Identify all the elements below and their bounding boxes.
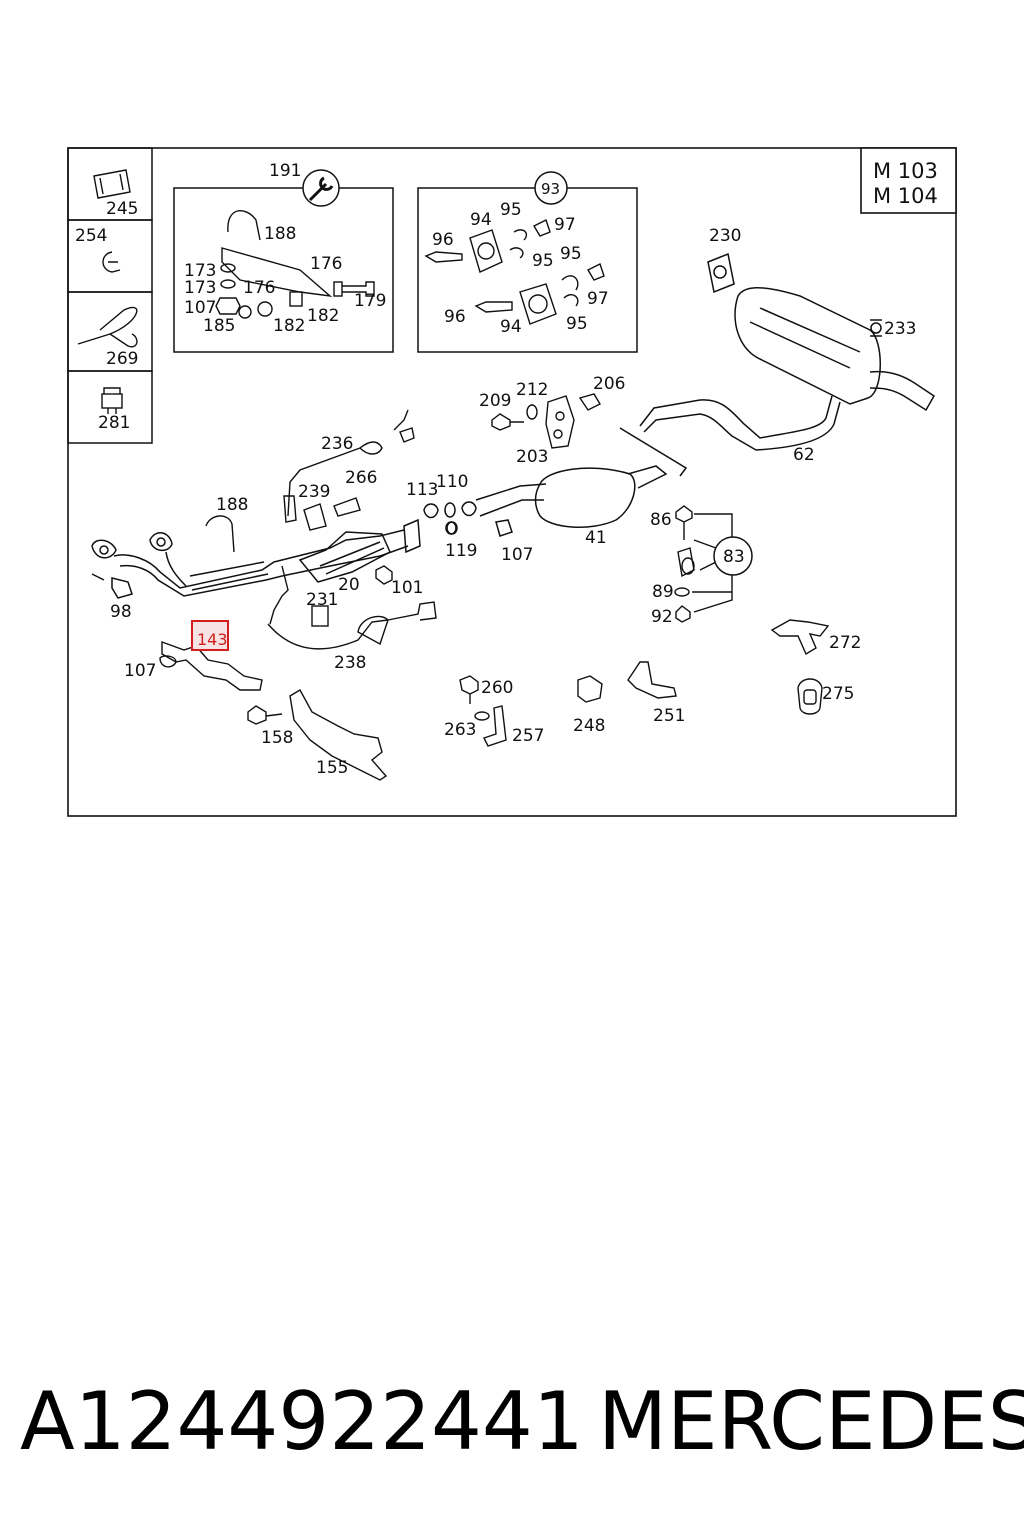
callout-119: 119 (445, 541, 477, 561)
callout-182-b: 182 (307, 306, 339, 326)
callout-96-a: 96 (432, 230, 454, 250)
callout-248: 248 (573, 716, 605, 736)
rear-muffler-drawing (619, 252, 935, 477)
callout-97-b: 97 (587, 289, 609, 309)
brand-name: MERCEDES (598, 1375, 1024, 1468)
bracket-239-266-drawing (303, 497, 361, 531)
callout-107-b: 107 (501, 545, 533, 565)
callout-83: 83 (723, 547, 745, 567)
left-parts-column (67, 147, 153, 444)
callout-92: 92 (651, 607, 673, 627)
part-269-icon (77, 306, 138, 348)
callout-95-d: 95 (566, 314, 588, 334)
clamp-kit-83-badge (713, 536, 753, 576)
callout-173-a: 173 (184, 261, 216, 281)
callout-176-a: 176 (310, 254, 342, 274)
callout-263: 263 (444, 720, 476, 740)
callout-272: 272 (829, 633, 861, 653)
bracket-101-drawing (375, 565, 393, 585)
diagram-frame (67, 147, 957, 817)
kit-93-parts (424, 219, 605, 325)
callout-41: 41 (585, 528, 607, 548)
hanger-group-drawing (491, 393, 601, 449)
callout-233: 233 (884, 319, 916, 339)
callout-176-b: 176 (243, 278, 275, 298)
callout-93: 93 (541, 180, 560, 198)
kit-191-parts (215, 210, 375, 319)
callout-107-kit: 107 (184, 298, 216, 318)
sensor-238-drawing (267, 565, 437, 650)
callout-188: 188 (216, 495, 248, 515)
callout-281: 281 (98, 413, 130, 433)
callout-203: 203 (516, 447, 548, 467)
callout-98: 98 (110, 602, 132, 622)
callout-62: 62 (793, 445, 815, 465)
callout-212: 212 (516, 380, 548, 400)
callout-230: 230 (709, 226, 741, 246)
callout-101: 101 (391, 578, 423, 598)
kit-93-box (417, 187, 638, 353)
callout-275: 275 (822, 684, 854, 704)
part-number: A1244922441 (20, 1375, 584, 1468)
lower-brackets-drawing (459, 619, 830, 747)
callout-236: 236 (321, 434, 353, 454)
callout-206: 206 (593, 374, 625, 394)
callout-191: 191 (269, 161, 301, 181)
callout-245: 245 (106, 199, 138, 219)
kit-93-badge (534, 171, 568, 205)
callout-173-b: 173 (184, 278, 216, 298)
part-281-icon (101, 387, 123, 414)
callout-158: 158 (261, 728, 293, 748)
callout-95-b: 95 (532, 251, 554, 271)
kit-191-box (173, 187, 394, 353)
callout-266: 266 (345, 468, 377, 488)
callout-257: 257 (512, 726, 544, 746)
callout-113: 113 (406, 480, 438, 500)
callout-94-b: 94 (500, 317, 522, 337)
callout-97-a: 97 (554, 215, 576, 235)
bracket-188-drawing (205, 515, 235, 553)
callout-239: 239 (298, 482, 330, 502)
callout-95-c: 95 (560, 244, 582, 264)
callout-94-a: 94 (470, 210, 492, 230)
callout-107-c: 107 (124, 661, 156, 681)
part-254-icon (102, 251, 121, 273)
callout-86: 86 (650, 510, 672, 530)
callout-20: 20 (338, 575, 360, 595)
callout-209: 209 (479, 391, 511, 411)
callout-254: 254 (75, 226, 107, 246)
model-label-2: M 104 (873, 184, 938, 208)
callout-188-kit: 188 (264, 224, 296, 244)
callout-179: 179 (354, 291, 386, 311)
callout-185: 185 (203, 316, 235, 336)
sensor-236-drawing (283, 409, 415, 523)
highlight-box-143[interactable] (191, 620, 229, 651)
part-caption: A1244922441 MERCEDES (20, 1372, 1024, 1472)
model-box: M 103 M 104 (860, 147, 957, 214)
callout-260: 260 (481, 678, 513, 698)
callout-269: 269 (106, 349, 138, 369)
callout-95-a: 95 (500, 200, 522, 220)
callout-143-highlighted[interactable]: 143 (197, 630, 228, 649)
callout-238: 238 (334, 653, 366, 673)
callout-89: 89 (652, 582, 674, 602)
callout-231: 231 (306, 590, 338, 610)
heat-shield-143-drawing (159, 641, 283, 725)
callout-155: 155 (316, 758, 348, 778)
callout-96-b: 96 (444, 307, 466, 327)
callout-182-a: 182 (273, 316, 305, 336)
heat-shield-155-drawing (289, 689, 388, 781)
callout-251: 251 (653, 706, 685, 726)
callout-110: 110 (436, 472, 468, 492)
model-label-1: M 103 (873, 159, 938, 183)
front-pipe-catalyst-drawing (91, 465, 668, 599)
part-245-icon (93, 169, 131, 199)
